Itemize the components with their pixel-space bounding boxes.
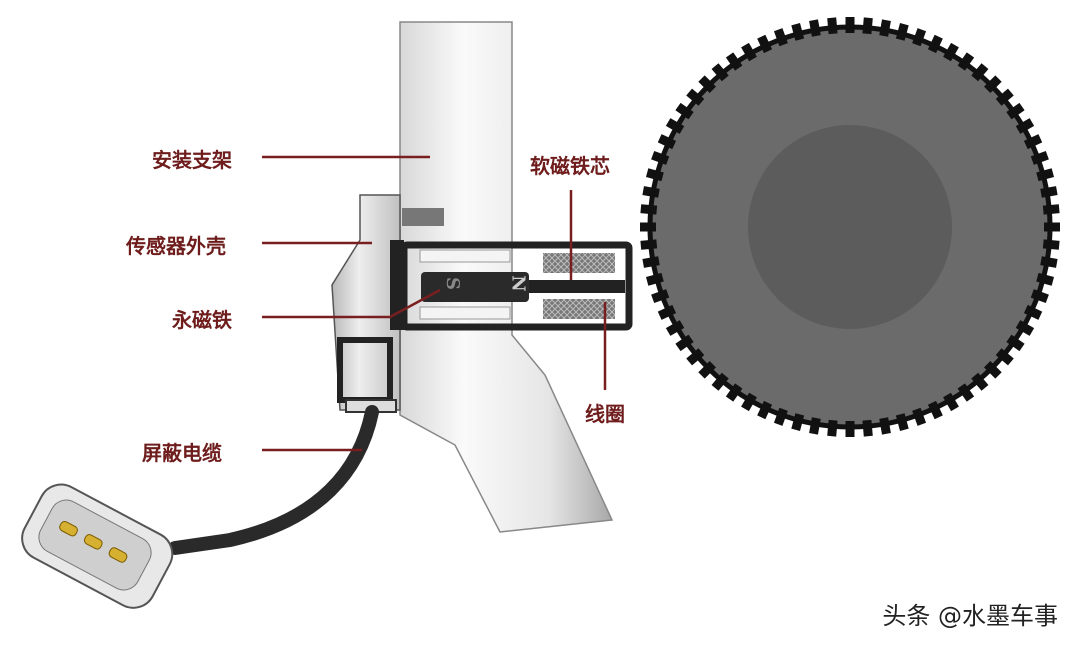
gear-tooth	[995, 348, 1014, 366]
gear-tooth	[845, 17, 855, 33]
gear-tooth	[1023, 304, 1043, 320]
gear-tooth	[711, 372, 729, 391]
gear-tooth	[862, 419, 873, 437]
magnet-spacer-lower	[419, 306, 511, 320]
wheel-hub	[748, 125, 952, 329]
gear-tooth	[711, 63, 729, 82]
gear-tooth	[686, 348, 705, 366]
gear-tooth	[983, 360, 1002, 379]
gear-tooth	[879, 417, 891, 435]
gear-tooth	[1006, 102, 1025, 120]
gear-tooth	[645, 168, 664, 182]
gear-tooth	[640, 222, 656, 232]
gear-tooth	[1042, 239, 1060, 250]
magnet-south-pole: S	[442, 277, 463, 290]
gear-tooth	[1044, 222, 1060, 232]
gear-tooth	[912, 407, 927, 426]
gear-tooth	[862, 17, 873, 35]
leader-lines	[262, 155, 607, 452]
coil-lower	[543, 299, 615, 319]
gear-tooth	[1015, 320, 1035, 336]
gear-tooth	[741, 42, 757, 62]
gear-tooth	[995, 88, 1014, 106]
gear-tooth	[1030, 150, 1049, 165]
gear-tooth	[1030, 289, 1049, 304]
gear-tooth	[651, 289, 670, 304]
gear-tooth	[640, 204, 658, 215]
gear-tooth	[1040, 256, 1058, 268]
gear-tooth	[791, 413, 805, 432]
label-sensor-housing: 传感器外壳	[126, 234, 226, 258]
magnet-north-pole: N	[507, 275, 529, 292]
label-coil: 线圈	[585, 402, 625, 426]
label-mounting-bracket: 安装支架	[152, 148, 232, 172]
gear-tooth	[1023, 134, 1043, 150]
gear-tooth	[741, 392, 757, 412]
gear-tooth	[827, 17, 838, 35]
gear-tooth	[879, 19, 891, 37]
gear-tooth	[971, 372, 989, 391]
connector	[21, 483, 174, 609]
shielded-cable	[168, 405, 379, 555]
sensor-housing	[331, 194, 401, 411]
gear-tooth	[665, 320, 685, 336]
gear-tooth	[642, 186, 660, 198]
gear-tooth	[1036, 272, 1055, 286]
label-permanent-magnet: 永磁铁	[172, 308, 232, 332]
label-shielded-cable: 屏蔽电缆	[142, 441, 222, 465]
gear-tooth	[773, 28, 788, 47]
gear-tooth	[642, 256, 660, 268]
gear-tooth	[675, 334, 694, 352]
gear-tooth	[657, 134, 677, 150]
gear-tooth	[686, 88, 705, 106]
watermark: 头条 @水墨车事	[882, 602, 1058, 630]
connector-pin	[59, 520, 78, 537]
gear-tooth	[651, 150, 670, 165]
gear-tooth	[1015, 118, 1035, 134]
connector-pin	[108, 547, 128, 563]
gear-tooth	[895, 22, 909, 41]
leader-line-magnet	[262, 288, 441, 319]
gear-tooth	[791, 22, 805, 41]
gear-tooth	[957, 52, 975, 71]
gear-tooth	[665, 118, 685, 134]
label-soft-iron-core: 软磁铁芯	[530, 154, 610, 178]
gear-tooth	[725, 383, 743, 402]
gear-tooth	[927, 400, 943, 420]
coil-case	[400, 241, 633, 331]
gear-tooth	[645, 272, 664, 286]
gear-tooth	[983, 75, 1002, 94]
gear-tooth	[773, 407, 788, 426]
gear-tooth	[827, 419, 838, 437]
gear-tooth	[957, 383, 975, 402]
gear-tooth	[927, 34, 943, 54]
soft-iron-core	[528, 280, 625, 293]
gear-tooth	[1006, 334, 1025, 352]
gear-tooth	[971, 63, 989, 82]
gear-tooth	[725, 52, 743, 71]
gear-tooth	[675, 102, 694, 120]
connector-pin	[83, 534, 103, 550]
gear-tooth	[757, 400, 773, 420]
permanent-magnet	[421, 272, 529, 302]
gear-tooth	[809, 417, 821, 435]
gear-tooth	[895, 413, 909, 432]
gear-tooth	[698, 360, 717, 379]
bracket-slot	[402, 208, 444, 226]
gear-tooth	[1036, 168, 1055, 182]
gear-tooth	[912, 28, 927, 47]
gear-tooth	[1040, 186, 1058, 198]
gear-tooth	[943, 392, 959, 412]
gear-tooth	[809, 19, 821, 37]
gear-tooth	[657, 304, 677, 320]
gear-tooth	[640, 239, 658, 250]
gear-tooth	[698, 75, 717, 94]
coil-upper	[543, 253, 615, 273]
gear-tooth	[1042, 204, 1060, 215]
gear-tooth	[757, 34, 773, 54]
magnet-spacer-upper	[419, 249, 511, 263]
gear-tooth	[943, 42, 959, 62]
gear-tooth	[845, 421, 855, 437]
